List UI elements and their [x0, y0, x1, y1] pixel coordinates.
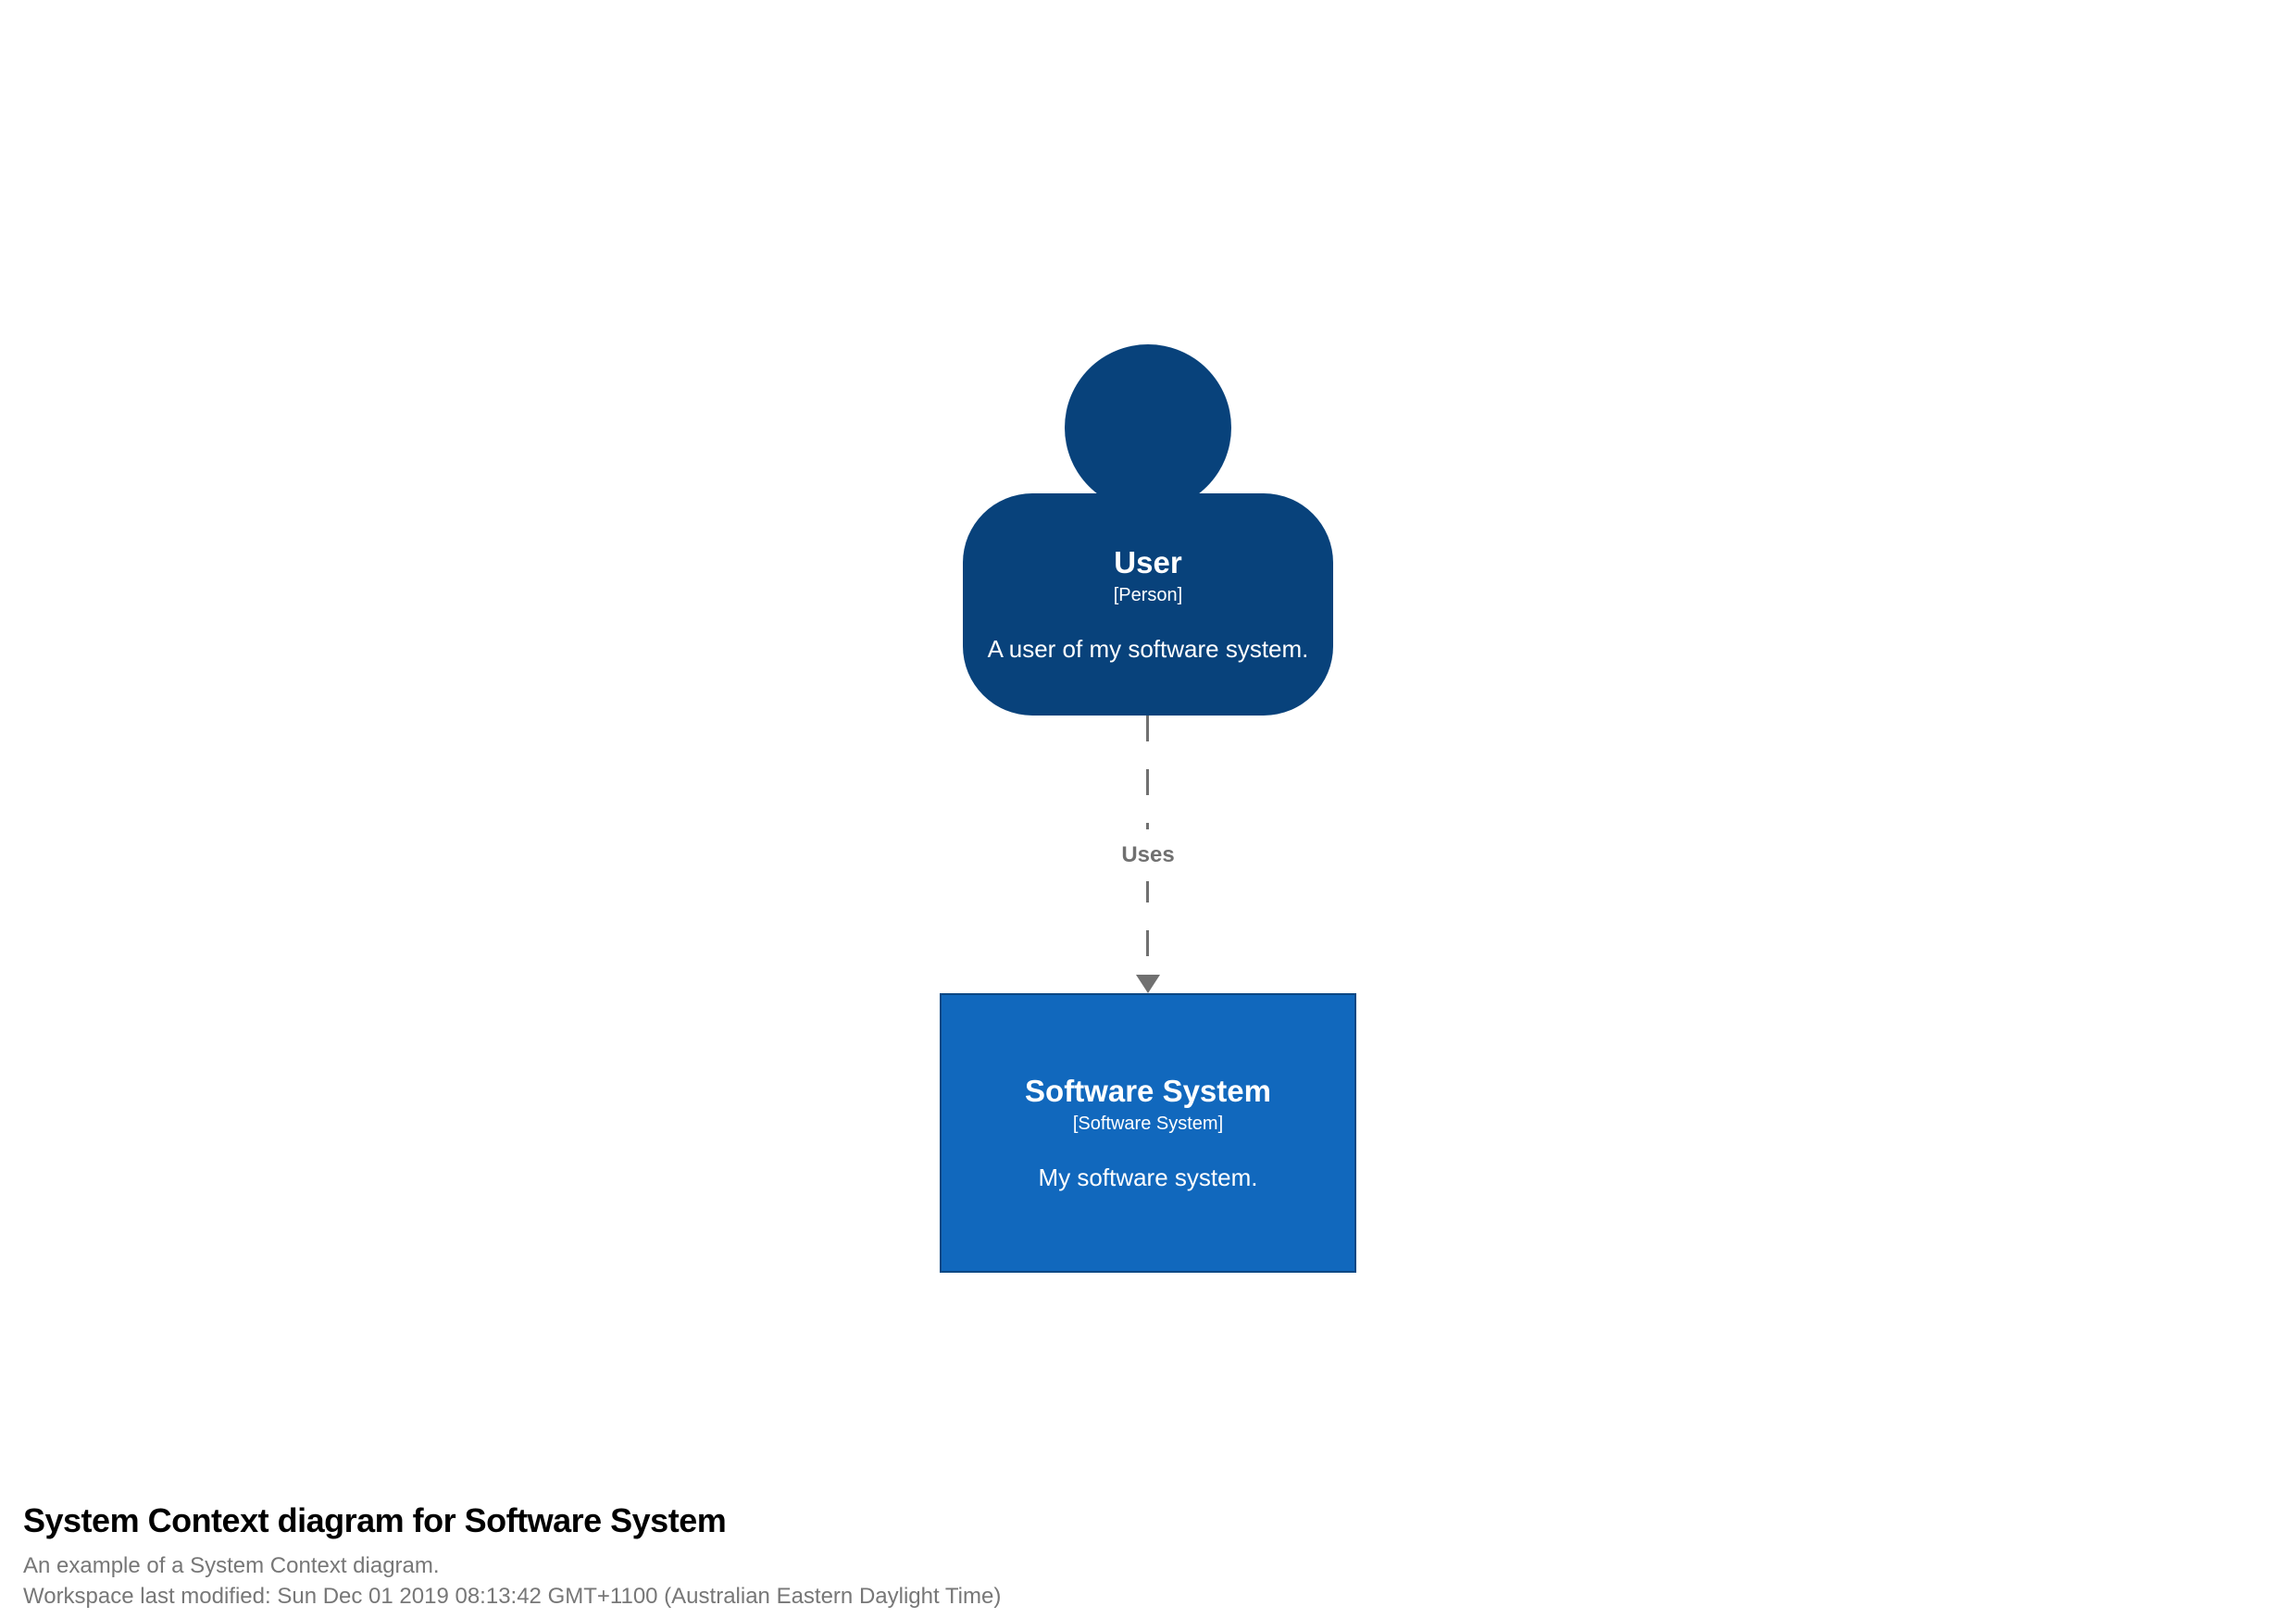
person-name: User	[1114, 544, 1182, 579]
system-node-software-system[interactable]: Software System [Software System] My sof…	[940, 993, 1356, 1273]
diagram-title: System Context diagram for Software Syst…	[23, 1501, 727, 1539]
person-description: A user of my software system.	[987, 634, 1309, 663]
relationship-arrowhead-icon	[1136, 975, 1160, 993]
workspace-last-modified: Workspace last modified: Sun Dec 01 2019…	[23, 1584, 1002, 1610]
person-node-user[interactable]: User [Person] A user of my software syst…	[963, 493, 1333, 716]
relationship-label-uses: Uses	[1112, 829, 1184, 881]
person-meta-tag: [Person]	[1113, 584, 1183, 605]
diagram-metadata: System Context diagram for Software Syst…	[23, 1501, 1001, 1612]
system-meta-tag: [Software System]	[1072, 1113, 1224, 1134]
person-head-icon	[1065, 344, 1231, 511]
system-name: Software System	[1025, 1073, 1271, 1108]
diagram-subtitle: An example of a System Context diagram.	[23, 1553, 440, 1579]
system-description: My software system.	[1038, 1163, 1258, 1191]
